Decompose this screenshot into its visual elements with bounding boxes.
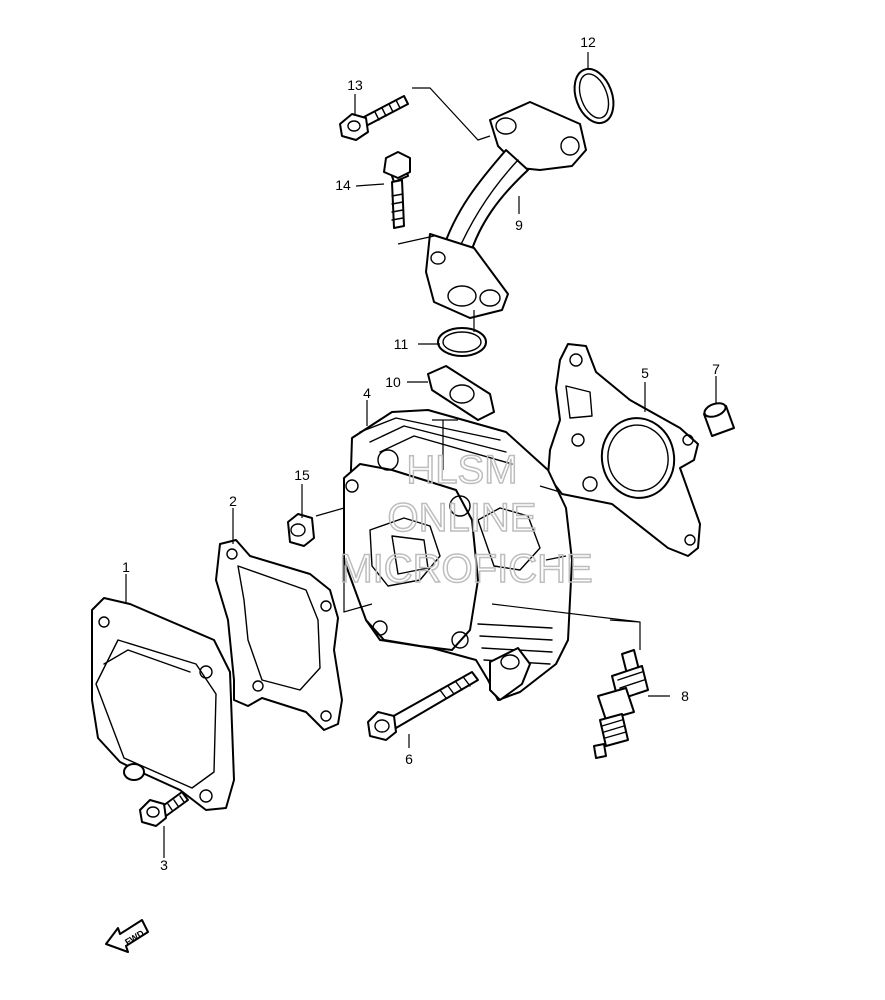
dowel-pin-7 [703, 402, 735, 437]
forward-arrow-icon: FWD [105, 919, 149, 953]
callout-4: 4 [363, 385, 371, 401]
callout-12: 12 [580, 34, 596, 50]
callout-8: 8 [681, 688, 689, 704]
callout-13: 13 [347, 77, 363, 93]
callout-2: 2 [229, 493, 237, 509]
callout-6: 6 [405, 751, 413, 767]
bolt-13 [339, 95, 409, 141]
callout-1: 1 [122, 559, 130, 575]
callout-7: 7 [712, 361, 720, 377]
bolt-3 [139, 791, 189, 827]
intake-pipe-9 [425, 101, 587, 319]
callout-labels: 1 2 3 4 5 6 7 8 9 10 11 12 13 14 15 [122, 34, 720, 873]
callout-15: 15 [294, 467, 310, 483]
watermark-line-2: ONLINE [388, 496, 537, 540]
cylinder-head-4 [343, 409, 573, 701]
watermark-line-1: HLSM [406, 448, 517, 492]
cap-nut-15 [287, 513, 315, 547]
bolt-14 [383, 151, 411, 229]
callout-9: 9 [515, 217, 523, 233]
bolt-6 [367, 671, 479, 741]
head-gasket-5 [547, 343, 701, 557]
callout-14: 14 [335, 177, 351, 193]
callout-5: 5 [641, 365, 649, 381]
spark-plug-8 [593, 649, 649, 759]
head-cover-1 [91, 597, 235, 811]
watermark-line-3: MICROFICHE [339, 547, 592, 591]
cover-gasket-2 [215, 539, 343, 731]
gasket-10 [427, 365, 495, 421]
o-ring-11 [437, 327, 487, 357]
callout-10: 10 [385, 374, 401, 390]
leader-lines [125, 52, 717, 858]
o-ring-12 [573, 67, 615, 125]
callout-11: 11 [394, 336, 409, 352]
callout-3: 3 [160, 857, 168, 873]
watermark: HLSM ONLINE MICROFICHE [339, 447, 594, 592]
